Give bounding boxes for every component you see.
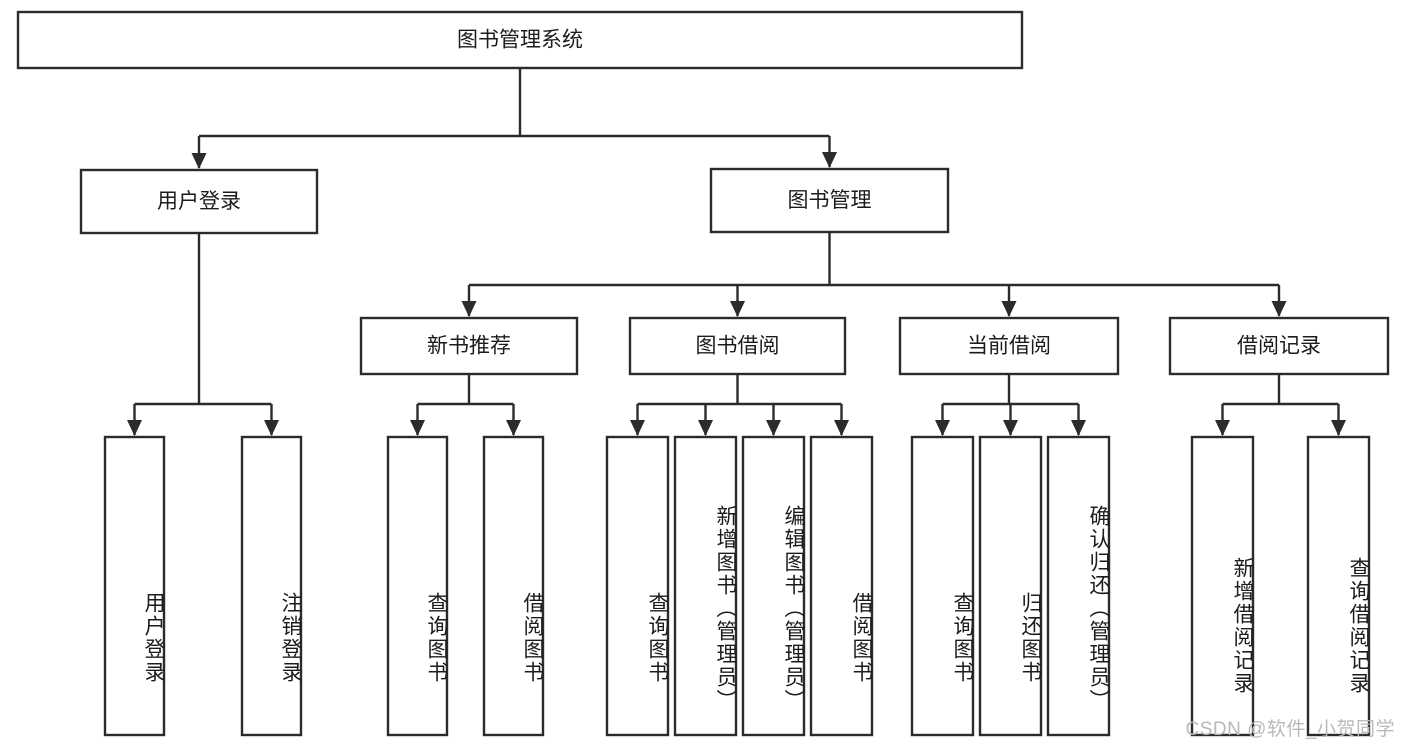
node-box-book-borrow[interactable] <box>628 316 847 376</box>
node-box-user-login[interactable] <box>79 168 319 235</box>
node-label-current-borrow: 当前借阅 <box>967 335 1051 358</box>
node-label-user-login: 用户登录 <box>157 190 241 213</box>
arrow-head-icon <box>630 420 645 436</box>
connector-layer <box>127 68 1346 436</box>
node-box-leaf-return-book[interactable] <box>978 435 1043 737</box>
arrow-head-icon <box>822 152 837 168</box>
arrow-head-icon <box>1071 420 1086 436</box>
node-box-layer <box>16 10 1390 737</box>
arrow-head-icon <box>935 420 950 436</box>
node-box-leaf-logout[interactable] <box>240 435 303 737</box>
watermark-text: CSDN @软件_小贺同学 <box>1185 719 1395 740</box>
node-box-book-manage[interactable] <box>709 167 950 234</box>
arrow-head-icon <box>191 153 207 169</box>
node-box-leaf-borrow-book-2[interactable] <box>809 435 874 737</box>
node-label-new-book-rec: 新书推荐 <box>427 335 511 358</box>
arrow-head-icon <box>1271 301 1287 317</box>
arrow-head-icon <box>1001 301 1017 317</box>
node-box-leaf-query-book-3[interactable] <box>910 435 975 737</box>
arrow-head-icon <box>1331 420 1346 436</box>
arrow-head-icon <box>461 301 477 317</box>
arrow-head-icon <box>834 420 849 436</box>
arrow-head-icon <box>766 420 781 436</box>
node-label-book-manage: 图书管理 <box>788 189 872 212</box>
arrow-head-icon <box>1215 420 1230 436</box>
arrow-head-icon <box>1003 420 1018 436</box>
node-box-leaf-query-book-1[interactable] <box>386 435 449 737</box>
arrow-head-icon <box>264 420 279 436</box>
node-label-book-borrow: 图书借阅 <box>696 335 780 358</box>
node-box-root[interactable] <box>16 10 1024 70</box>
node-box-leaf-confirm-return[interactable] <box>1046 435 1111 737</box>
arrow-head-icon <box>506 420 521 436</box>
node-box-leaf-query-record[interactable] <box>1306 435 1371 737</box>
arrow-head-icon <box>127 420 142 436</box>
node-box-leaf-add-record[interactable] <box>1190 435 1255 737</box>
node-box-leaf-add-book[interactable] <box>673 435 738 737</box>
node-box-leaf-edit-book[interactable] <box>741 435 806 737</box>
arrow-head-icon <box>698 420 713 436</box>
node-label-borrow-record: 借阅记录 <box>1237 335 1321 358</box>
node-label-root: 图书管理系统 <box>457 29 583 52</box>
node-box-borrow-record[interactable] <box>1168 316 1390 376</box>
node-box-leaf-user-login[interactable] <box>103 435 166 737</box>
node-box-new-book-rec[interactable] <box>359 316 579 376</box>
node-box-leaf-borrow-book-1[interactable] <box>482 435 545 737</box>
node-box-leaf-query-book-2[interactable] <box>605 435 670 737</box>
node-box-current-borrow[interactable] <box>898 316 1120 376</box>
arrow-head-icon <box>730 301 745 317</box>
arrow-head-icon <box>410 420 425 436</box>
